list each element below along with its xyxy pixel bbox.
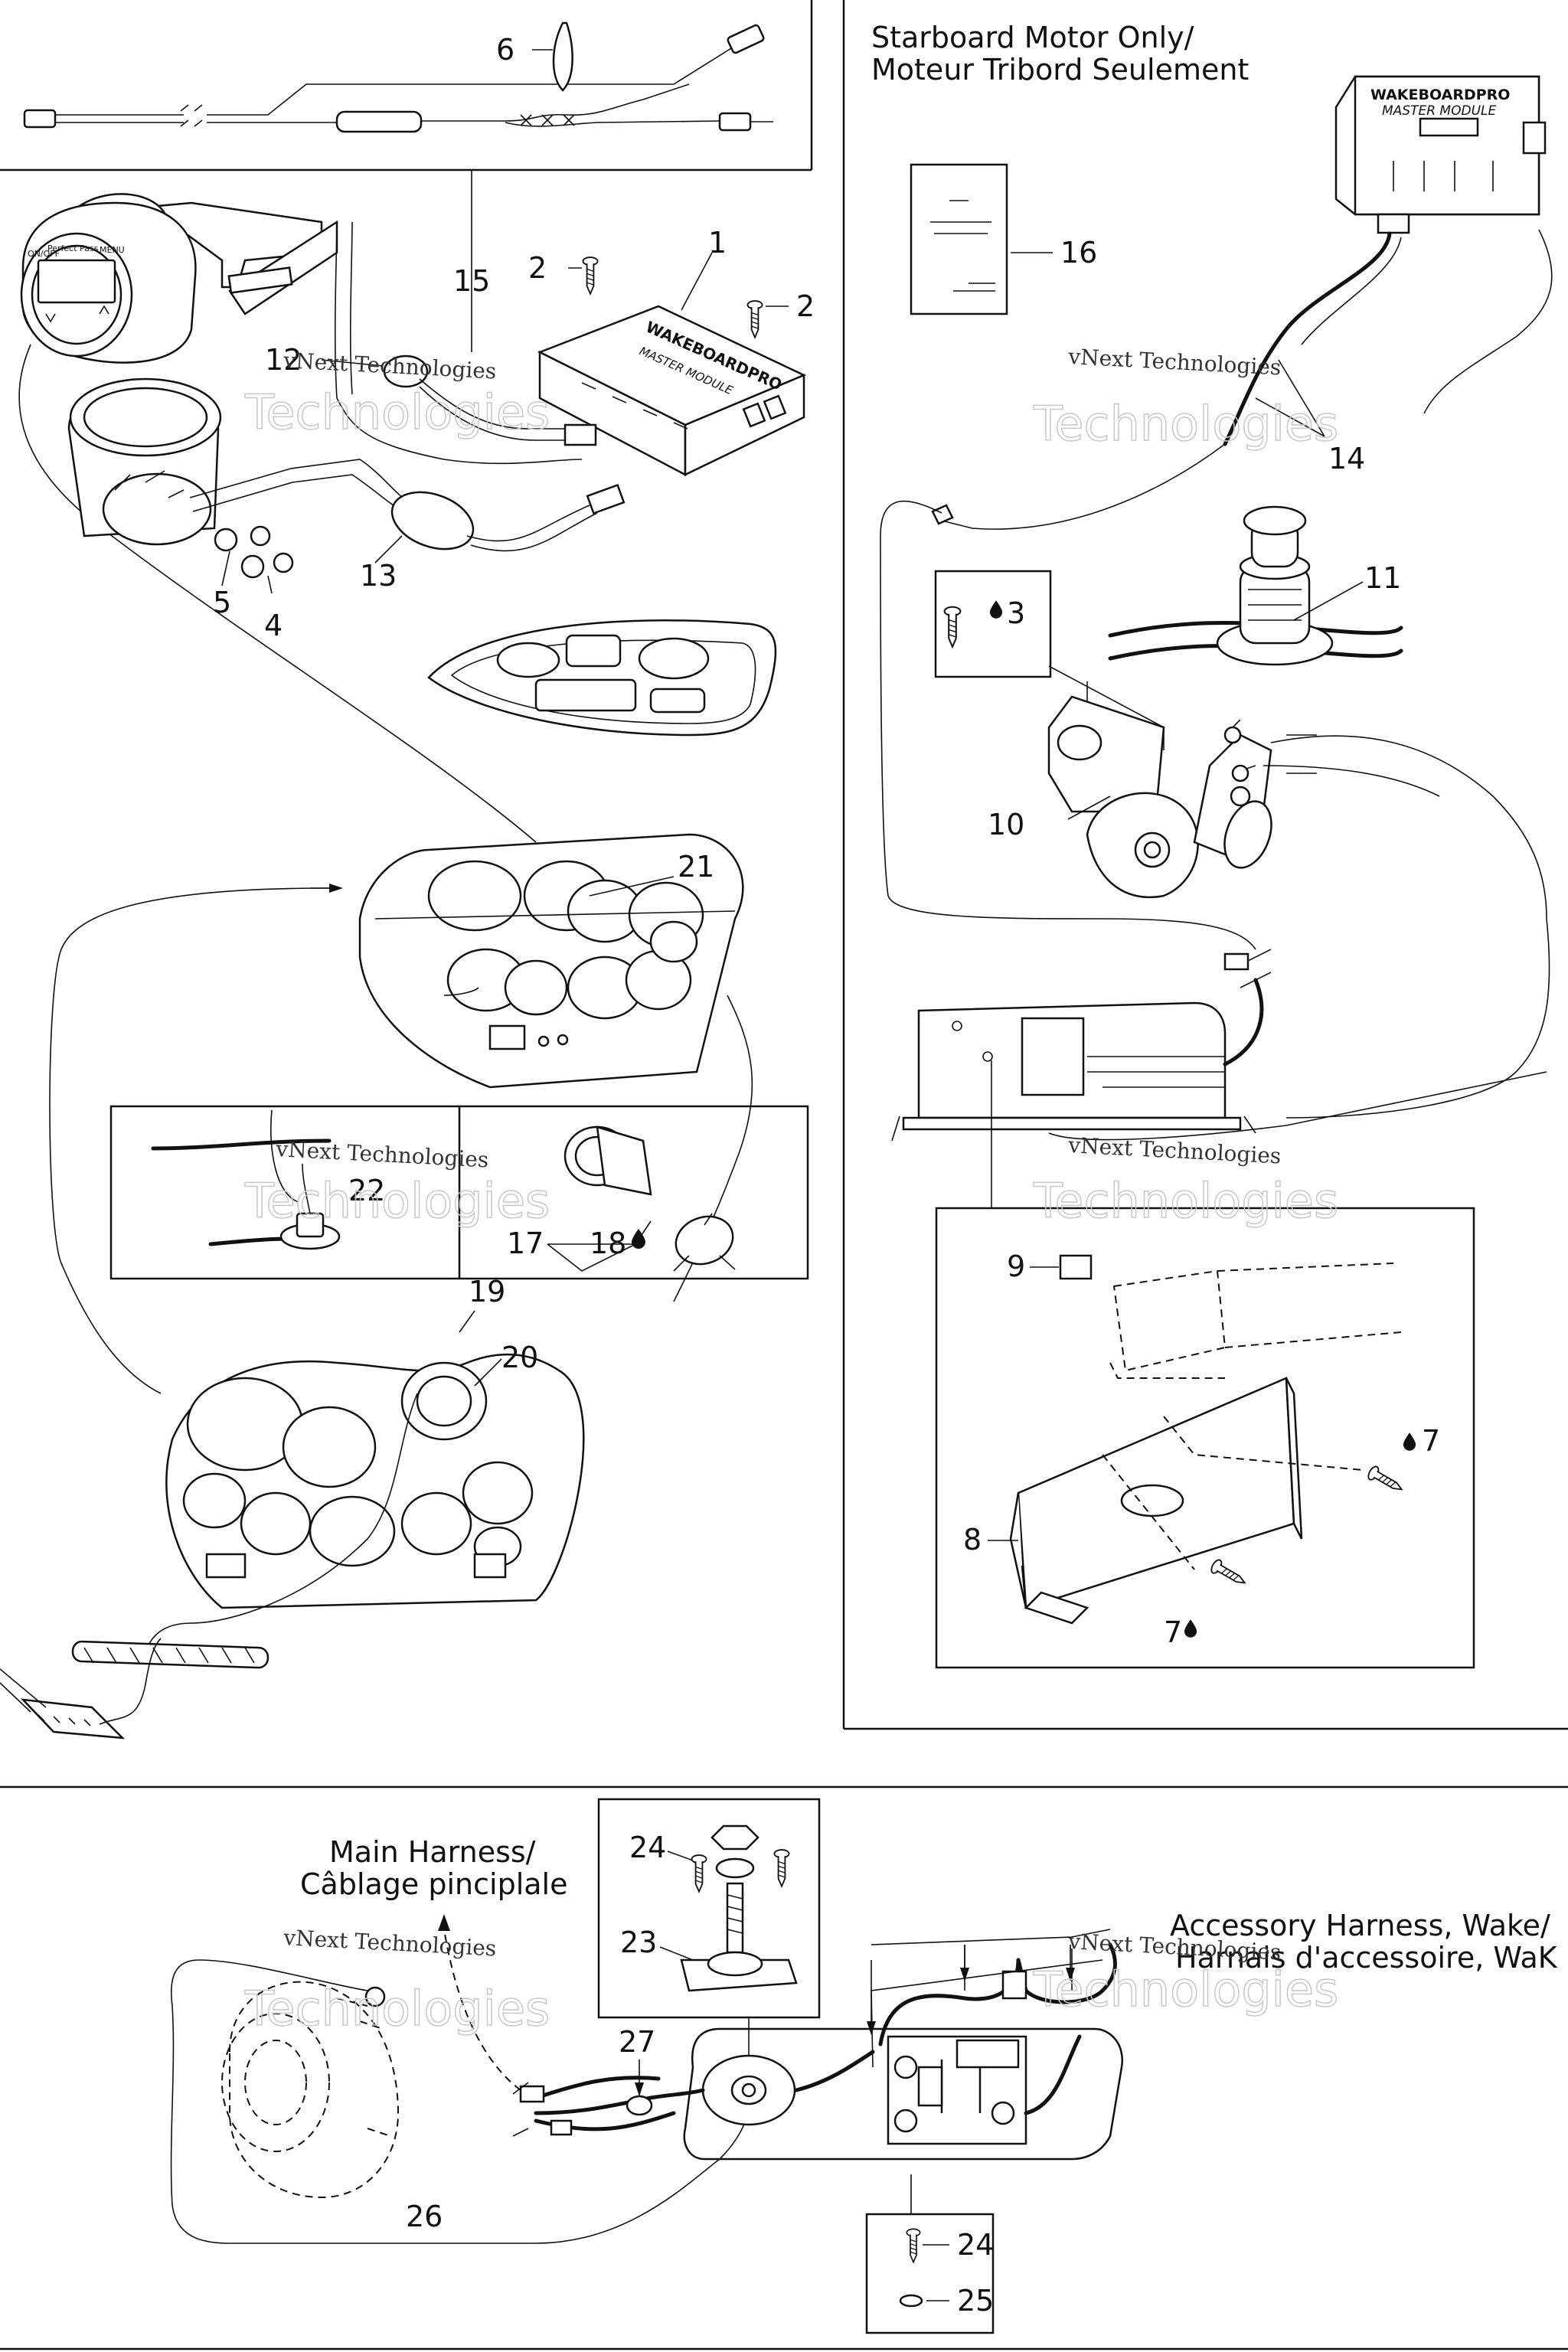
svg-text:Technologies: Technologies (1033, 396, 1338, 452)
detail-box-23-24 (597, 1798, 821, 2019)
svg-text:vNext Technologies: vNext Technologies (1067, 1132, 1282, 1169)
callout-5: 5 (213, 586, 231, 619)
stud-23 (680, 1824, 798, 1992)
accessory-connector (1001, 1970, 1027, 2000)
module-right-brand: WAKEBOARDPRO (1370, 87, 1510, 103)
callout-21: 21 (678, 850, 714, 884)
boat-top-view (427, 619, 777, 737)
callout-25: 25 (957, 2284, 994, 2318)
callout-10: 10 (988, 808, 1024, 841)
callout-8: 8 (963, 1523, 982, 1557)
starter-motor (221, 1981, 400, 2199)
master-module-left: WAKEBOARDPRO MASTER MODULE (537, 305, 807, 477)
callout-1: 1 (708, 226, 727, 260)
callout-14: 14 (1328, 442, 1365, 475)
gauge-housing (67, 377, 294, 579)
harness-connector-27 (512, 2082, 653, 2137)
starboard-header-line1: Starboard Motor Only/ (871, 21, 1194, 54)
callout-16: 16 (1060, 236, 1097, 270)
connector-12 (383, 354, 597, 446)
detail-box-bracket (935, 1207, 1475, 1669)
transducer-11 (1108, 505, 1403, 666)
junction-block (683, 2027, 1124, 2161)
lower-dashboard (145, 1353, 585, 1655)
part-9-block (1059, 1254, 1093, 1280)
svg-text:Technologies: Technologies (244, 1981, 550, 2037)
callout-3: 3 (1007, 596, 1025, 630)
callout-22: 22 (348, 1174, 385, 1207)
detail-box-24-25 (865, 2213, 995, 2334)
detail-box-3 (934, 570, 1052, 678)
callout-20: 20 (501, 1341, 538, 1374)
callout-23: 23 (620, 1926, 657, 1959)
accessory-harness-label-line1: Accessory Harness, Wake/ (1170, 1909, 1550, 1942)
callout-11: 11 (1364, 561, 1401, 595)
callout-6: 6 (496, 33, 514, 67)
callout-7-lower: 7 (1164, 1615, 1182, 1649)
control-unit (891, 949, 1272, 1142)
manual-16 (910, 163, 1008, 315)
callout-18: 18 (590, 1227, 626, 1260)
main-harness-label-line2: Câblage pinciplale (300, 1867, 567, 1901)
relay-dashed (1109, 1263, 1402, 1379)
callout-4: 4 (264, 609, 283, 642)
callout-2-right: 2 (796, 289, 815, 323)
gauge-display: Perfect Pass ON/OFF MENU (20, 193, 338, 364)
svg-text:Technologies: Technologies (1033, 1962, 1338, 2017)
mount-bracket-8 (1009, 1377, 1303, 1625)
svg-text:Technologies: Technologies (244, 1173, 550, 1229)
svg-text:vNext Technologies: vNext Technologies (275, 1136, 489, 1173)
callout-7-upper: 7 (1422, 1424, 1440, 1458)
gauge-onoff-label: ON/OFF (28, 249, 60, 259)
accessory-harness-label-line2: Harnais d'accessoire, WaK (1175, 1941, 1558, 1975)
gauge-brand-label: Perfect Pass (47, 243, 99, 253)
svg-text:vNext Technologies: vNext Technologies (283, 1925, 497, 1962)
callout-19: 19 (469, 1275, 505, 1308)
starboard-header-line2: Moteur Tribord Seulement (871, 53, 1249, 87)
module-right-sub: MASTER MODULE (1382, 103, 1496, 119)
callout-17: 17 (507, 1227, 544, 1260)
harness-lower-left (0, 1638, 270, 1740)
callout-24-bottom: 24 (957, 2228, 994, 2262)
callout-24-top: 24 (629, 1831, 666, 1864)
svg-text:vNext Technologies: vNext Technologies (1067, 344, 1282, 381)
svg-text:Technologies: Technologies (1033, 1173, 1338, 1229)
detail-box-22-17-18 (109, 1105, 809, 1280)
callout-2-left: 2 (528, 251, 547, 285)
svg-text:Technologies: Technologies (244, 384, 550, 440)
gauge-menu-label: MENU (100, 245, 125, 255)
callout-15: 15 (453, 264, 490, 298)
callout-9: 9 (1007, 1250, 1025, 1283)
master-module-right: WAKEBOARDPRO MASTER MODULE (1334, 75, 1547, 234)
callout-13: 13 (360, 559, 397, 593)
callout-27: 27 (619, 2025, 655, 2059)
dashboard-cluster (358, 833, 744, 1089)
callout-12: 12 (265, 343, 302, 377)
main-harness-label-line1: Main Harness/ (329, 1835, 536, 1869)
watermark: Technologies vNext Technologies Technolo… (243, 344, 1339, 2037)
callout-26: 26 (406, 2200, 443, 2233)
trim-sensor-10 (1047, 695, 1547, 920)
harness-top-left (23, 21, 773, 133)
